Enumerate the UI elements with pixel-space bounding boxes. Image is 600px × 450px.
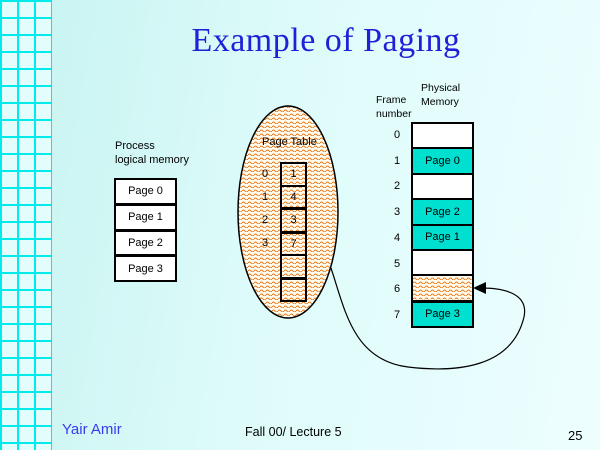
footer-page-number: 25: [568, 428, 583, 443]
frame-number: 4: [393, 231, 401, 244]
page-index: 0: [261, 167, 269, 180]
footer-author: Yair Amir: [62, 421, 122, 438]
page-table-entry: [282, 256, 305, 280]
frame-number: 3: [393, 206, 401, 219]
page-table-entry: 1: [282, 164, 305, 187]
frame-number: 1: [393, 154, 401, 167]
frame-number: 0: [393, 128, 401, 141]
decorative-grid-strip: [0, 0, 52, 450]
mapping-arrow: [330, 267, 526, 370]
logical-page-cell: Page 2: [116, 232, 175, 258]
memory-frame: [413, 174, 472, 201]
physical-memory-label: Physical Memory: [421, 82, 461, 108]
footer-lecture: Fall 00/ Lecture 5: [245, 425, 342, 439]
logical-memory-table: Page 0 Page 1 Page 2 Page 3: [114, 178, 177, 282]
logical-memory-label: Process logical memory: [115, 140, 189, 166]
page-table-indices: 0 1 2 3: [256, 162, 274, 254]
memory-frame: Page 1: [413, 225, 472, 251]
page-title: Example of Paging: [191, 22, 461, 59]
page-index: 1: [261, 190, 269, 203]
memory-frame: Page 3: [413, 302, 472, 326]
frame-number: 6: [393, 283, 401, 296]
memory-frame: Page 0: [413, 149, 472, 175]
page-index: 2: [261, 213, 269, 226]
page-table-label: Page Table: [262, 136, 317, 148]
frame-number: 7: [393, 309, 401, 322]
frame-number: 5: [393, 257, 401, 270]
arrowhead-icon: [473, 282, 486, 294]
page-table-entry: 3: [282, 210, 305, 234]
frame-number: 2: [393, 180, 401, 193]
physical-memory-table: Page 0 Page 2 Page 1 Page 3: [411, 122, 474, 328]
page-table-entries: 1 4 3 7: [280, 162, 307, 302]
page-table-entry: 7: [282, 234, 305, 256]
memory-frame-patterned: [413, 276, 472, 303]
wave-pattern-fill: [413, 276, 472, 300]
frame-number-label: Frame number: [376, 94, 412, 120]
page-table-entry: 4: [282, 187, 305, 210]
memory-frame: Page 2: [413, 200, 472, 226]
memory-frame: [413, 124, 472, 150]
page-index: 3: [261, 236, 269, 249]
logical-page-cell: Page 1: [116, 206, 175, 232]
logical-page-cell: Page 3: [128, 262, 163, 275]
page-table-entry: [282, 280, 305, 301]
frame-number-column: 0 1 2 3 4 5 6 7: [388, 122, 406, 328]
page-table-ellipse: [237, 105, 339, 319]
logical-page-cell: Page 0: [116, 180, 175, 206]
memory-frame: [413, 250, 472, 277]
